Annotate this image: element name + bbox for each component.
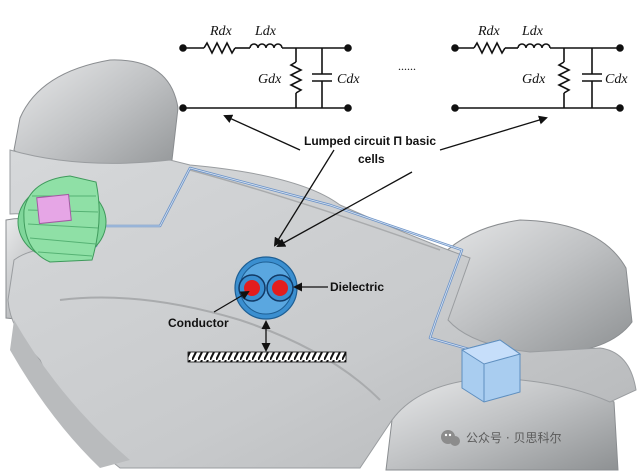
- terminal-node: [616, 104, 624, 112]
- conductor-label: Conductor: [168, 316, 229, 330]
- capacitance-label-right: Cdx: [605, 72, 628, 87]
- terminal-node: [344, 44, 352, 52]
- electric-motor: [17, 175, 107, 263]
- inductor-label-left: Ldx: [254, 24, 277, 39]
- terminal-node: [344, 104, 352, 112]
- arrow-down-right: [276, 171, 413, 247]
- conductance-label-right: Gdx: [522, 72, 546, 87]
- cable-cross-section: [234, 256, 298, 320]
- pi-circuit-cell-left: [179, 41, 352, 112]
- pi-circuit-cell-right: [451, 41, 624, 112]
- inductor-label-right: Ldx: [521, 24, 544, 39]
- watermark-text: 公众号 · 贝思科尔: [466, 430, 561, 445]
- conductance-resistor: [289, 61, 303, 94]
- conductor-pointer: [213, 290, 250, 313]
- left-rocker: [10, 320, 130, 468]
- conductance-resistor: [557, 61, 571, 94]
- inductor: [249, 43, 283, 49]
- conductance-label-left: Gdx: [258, 72, 282, 87]
- watermark: 公众号 · 贝思科尔: [441, 430, 561, 446]
- ground-plane: [187, 351, 347, 363]
- resistor-label-left: Rdx: [209, 24, 233, 39]
- motor-terminal-box: [36, 193, 72, 225]
- floor-pan: [7, 149, 637, 469]
- battery-pack: [460, 339, 522, 403]
- resistor-label-right: Rdx: [477, 24, 501, 39]
- floor-ridge: [59, 296, 381, 401]
- resistor: [203, 41, 236, 55]
- arrow-to-right-cell: [439, 115, 548, 151]
- capacitance-label-left: Cdx: [337, 72, 360, 87]
- vehicle-chassis: [5, 59, 637, 471]
- resistor: [473, 41, 506, 55]
- inductor: [517, 43, 551, 49]
- conductor-right: [272, 280, 288, 296]
- lumped-circuit-label-line2: cells: [358, 152, 385, 166]
- dielectric-label: Dielectric: [330, 280, 384, 294]
- terminal-node: [616, 44, 624, 52]
- arrow-to-left-cell: [223, 114, 301, 151]
- ellipsis: ......: [398, 59, 416, 73]
- lumped-circuit-label-line1: Lumped circuit Π basic: [304, 134, 436, 148]
- arrow-down-left: [273, 149, 335, 247]
- floor-ridge-2: [189, 169, 441, 251]
